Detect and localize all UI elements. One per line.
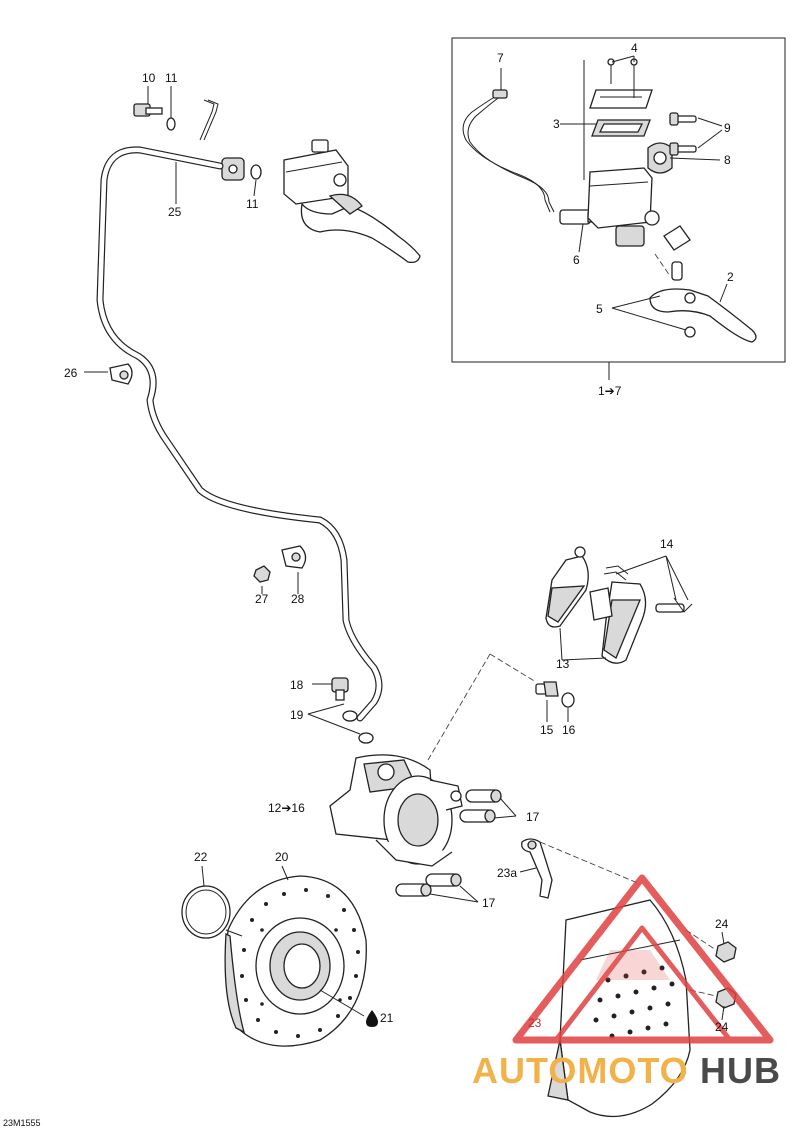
bracket-23a <box>521 838 553 899</box>
callout-18: 18 <box>290 678 304 692</box>
hose-clip <box>109 363 133 385</box>
watermark-logo <box>512 874 774 1044</box>
callout-11-top: 11 <box>165 71 178 85</box>
callout-25: 25 <box>168 205 182 219</box>
brake-hose-outline <box>96 146 383 722</box>
master-cylinder-assembly <box>133 99 421 264</box>
callout-23a: 23a <box>497 866 517 880</box>
disc-guard <box>547 899 691 1118</box>
callout-27: 27 <box>255 592 269 606</box>
callout-10: 10 <box>142 71 156 85</box>
master-cylinder-detail <box>587 167 660 247</box>
bracket-and-nut <box>253 545 307 583</box>
callout-6: 6 <box>573 253 580 267</box>
reservoir-cap <box>589 58 653 137</box>
callout-7: 7 <box>497 51 504 65</box>
disc-holes <box>240 888 360 1038</box>
callout-1-7: 1➔7 <box>598 384 622 398</box>
o-ring <box>181 885 231 939</box>
callout-4: 4 <box>631 41 638 55</box>
callout-9: 9 <box>724 121 731 135</box>
callout-28: 28 <box>291 592 305 606</box>
handlebar-clamp <box>647 142 673 174</box>
callout-17-lower: 17 <box>482 896 496 910</box>
callout-20: 20 <box>275 850 289 864</box>
callout-17-upper: 17 <box>526 810 540 824</box>
brake-lever-detail <box>649 261 757 343</box>
callout-16: 16 <box>562 723 576 737</box>
callout-19: 19 <box>290 708 304 722</box>
callout-26: 26 <box>64 366 78 380</box>
caliper-pins <box>395 789 502 897</box>
callout-22: 22 <box>194 850 208 864</box>
callout-23: 23 <box>528 1016 542 1030</box>
detail-box <box>451 37 786 363</box>
pad-springs <box>603 565 693 613</box>
callout-21: 21 <box>380 1011 394 1025</box>
callout-15: 15 <box>540 723 554 737</box>
brake-pads <box>545 546 647 664</box>
watermark-text-main: AUTOMOTO <box>472 1050 689 1091</box>
callout-8: 8 <box>724 153 731 167</box>
callout-24-upper: 24 <box>715 917 729 931</box>
banjo-bolt-washers <box>331 677 374 744</box>
watermark-text-hub: HUB <box>700 1050 781 1091</box>
bleeder-screw <box>535 681 575 708</box>
brake-hose-inner <box>97 147 382 721</box>
brake-disc <box>224 875 367 1047</box>
callout-13: 13 <box>556 657 570 671</box>
loctite-drop-icon <box>366 1010 378 1027</box>
callout-11-bottom: 11 <box>246 197 259 211</box>
callout-2: 2 <box>727 270 734 284</box>
callout-3: 3 <box>553 117 560 131</box>
brake-caliper <box>329 754 463 867</box>
callout-14: 14 <box>660 537 674 551</box>
switch-wire <box>462 94 551 213</box>
clamp-screws <box>669 112 697 156</box>
callout-5: 5 <box>596 302 603 316</box>
figure-code: 23M1555 <box>3 1118 41 1128</box>
callout-24-lower: 24 <box>715 1020 729 1034</box>
lever-boot <box>663 225 691 251</box>
callout-12-16: 12➔16 <box>268 801 305 815</box>
